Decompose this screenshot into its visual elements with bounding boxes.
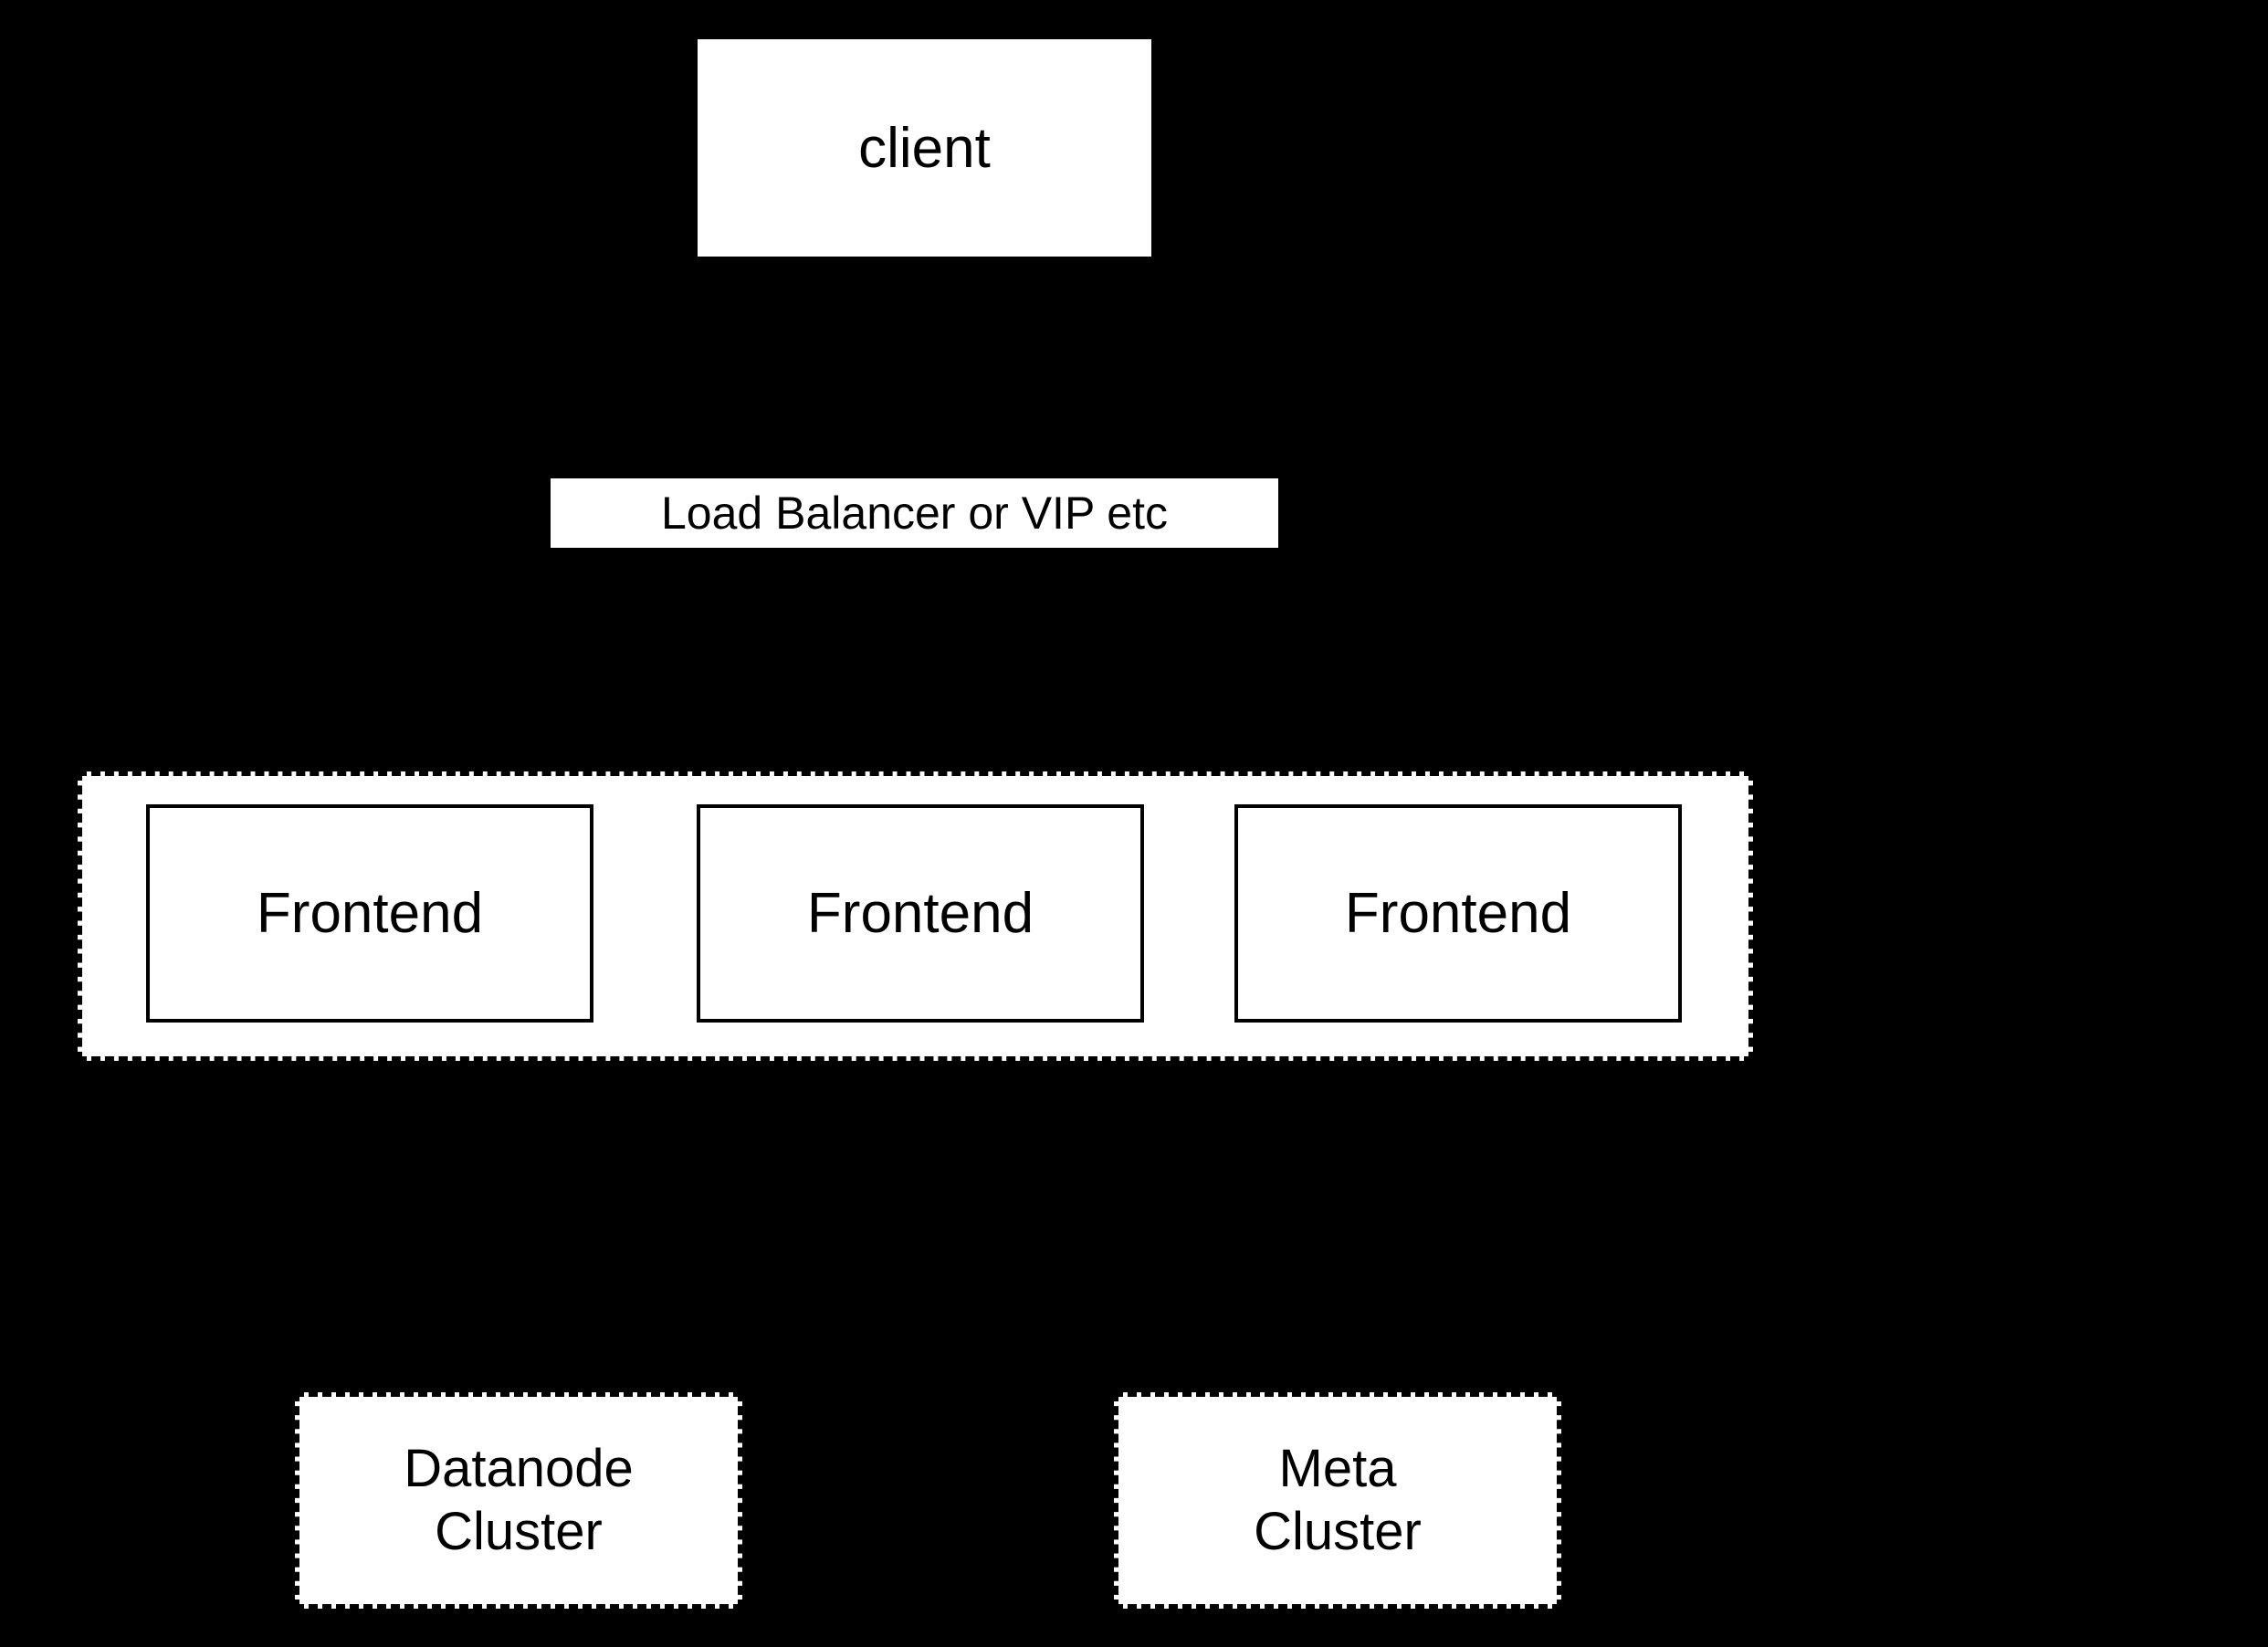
datanode-cluster-node: Datanode Cluster <box>295 1392 742 1609</box>
client-label: client <box>858 116 991 180</box>
meta-cluster-node: Meta Cluster <box>1114 1392 1561 1609</box>
frontend-node-1: Frontend <box>146 804 593 1023</box>
frontend-node-3: Frontend <box>1234 804 1682 1023</box>
frontend-3-label: Frontend <box>1344 882 1572 945</box>
datanode-cluster-label-line2: Cluster <box>435 1501 603 1561</box>
meta-cluster-label-line1: Meta <box>1278 1439 1397 1499</box>
frontend-node-2: Frontend <box>697 804 1144 1023</box>
frontend-group-container: Frontend Frontend Frontend <box>78 771 1753 1061</box>
load-balancer-node: Load Balancer or VIP etc <box>551 478 1278 548</box>
load-balancer-label: Load Balancer or VIP etc <box>661 488 1168 539</box>
meta-cluster-label-line2: Cluster <box>1254 1501 1422 1561</box>
datanode-cluster-label-line1: Datanode <box>404 1439 634 1499</box>
frontend-2-label: Frontend <box>806 882 1034 945</box>
frontend-1-label: Frontend <box>256 882 484 945</box>
client-node: client <box>698 39 1151 257</box>
